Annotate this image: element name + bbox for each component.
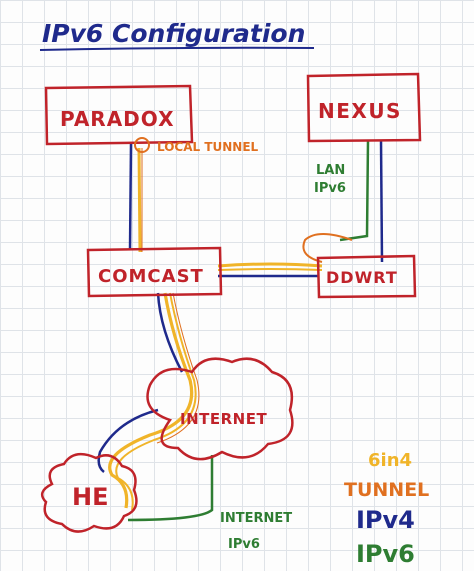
link-ipv4-comcast-internet: [156, 292, 184, 373]
link-sixin4-comcast-he: [108, 292, 194, 509]
legend: 6in4 TUNNEL IPv4 IPv6: [344, 450, 429, 568]
link-sixin4-comcast-ddwrt: [217, 262, 323, 268]
node-paradox: PARADOX: [44, 84, 194, 146]
link-ipv4-paradox-comcast: [128, 142, 133, 251]
legend-tunnel: TUNNEL: [344, 479, 429, 501]
link-sixin4-comcast-ddwrt-2: [217, 268, 323, 271]
legend-ipv6: IPv6: [356, 540, 415, 568]
svg-text:COMCAST: COMCAST: [98, 266, 204, 287]
node-ddwrt: DDWRT: [316, 254, 417, 299]
svg-text:HE: HE: [72, 483, 108, 511]
link-ipv4-nexus-ddwrt: [379, 139, 384, 263]
legend-ipv4: IPv4: [356, 506, 415, 534]
svg-text:NEXUS: NEXUS: [318, 99, 402, 123]
label-internet-ipv6-line2: IPv6: [228, 537, 260, 552]
node-he: HE: [40, 452, 138, 533]
label-lan-ipv6-line2: IPv6: [314, 181, 346, 196]
title-underline: [39, 46, 315, 51]
node-nexus: NEXUS: [306, 72, 422, 143]
label-local-tunnel: LOCAL TUNNEL: [157, 140, 259, 154]
link-sixin4-comcast-he-2: [115, 292, 197, 511]
diagram-title: IPv6 Configuration: [42, 19, 305, 48]
link-ipv6-internet-he: [127, 455, 214, 522]
svg-text:DDWRT: DDWRT: [326, 268, 398, 287]
label-lan-ipv6-line1: LAN: [316, 163, 345, 178]
link-tunnel-paradox-comcast: [137, 147, 142, 253]
node-comcast: COMCAST: [86, 246, 223, 298]
legend-sixin4: 6in4: [368, 450, 412, 471]
label-internet-ipv6-line1: INTERNET: [220, 511, 292, 526]
link-tunnel-comcast-he-edge: [156, 292, 200, 444]
local-tunnel-endpoint: [134, 137, 150, 153]
link-ipv4-internet-he: [97, 408, 159, 473]
svg-text:INTERNET: INTERNET: [180, 410, 267, 428]
svg-text:PARADOX: PARADOX: [60, 107, 175, 131]
link-tunnel-ddwrt-loop: [302, 233, 353, 263]
node-internet: INTERNET: [146, 357, 294, 461]
